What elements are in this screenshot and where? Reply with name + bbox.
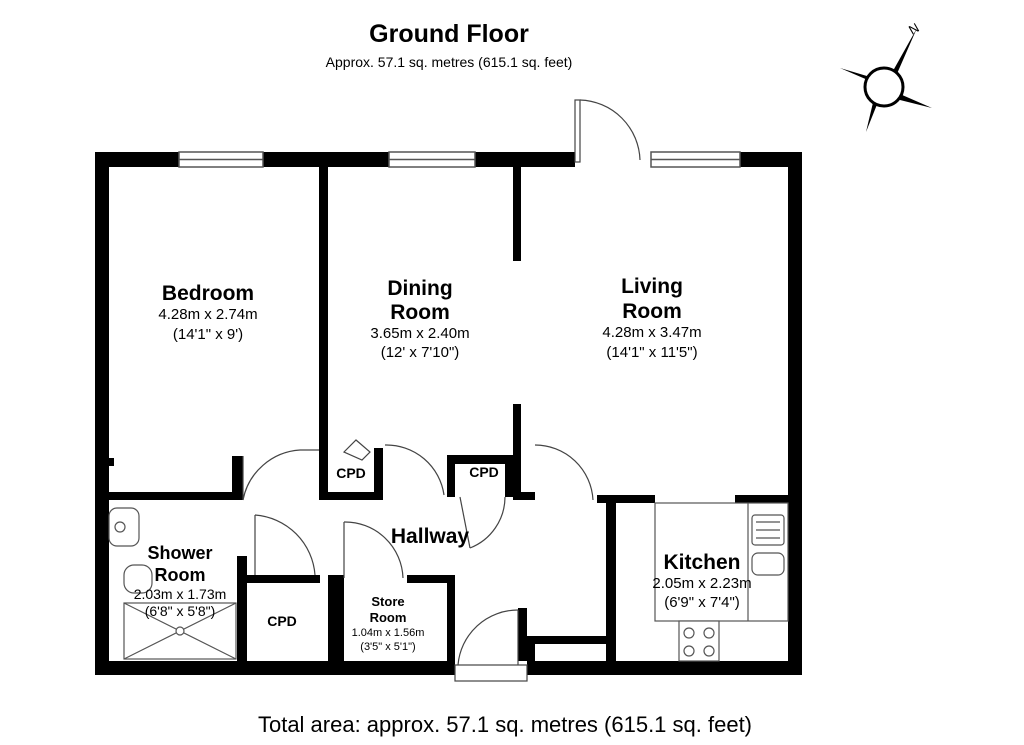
- room-shower: Shower Room 2.03m x 1.73m (6'8" x 5'8"): [134, 543, 227, 619]
- cpd-hall-label: CPD: [469, 464, 499, 480]
- compass-north-label: N: [906, 20, 922, 38]
- cpd-dining-label: CPD: [336, 465, 366, 481]
- dining-metric: 3.65m x 2.40m: [370, 325, 469, 342]
- sink-icon: [751, 552, 785, 576]
- living-imperial: (14'1" x 11'5"): [606, 344, 697, 361]
- room-bedroom: Bedroom 4.28m x 2.74m (14'1" x 9'): [158, 282, 257, 343]
- living-metric: 4.28m x 3.47m: [602, 324, 701, 341]
- store-imperial: (3'5" x 5'1"): [360, 641, 415, 653]
- room-store: Store Room 1.04m x 1.56m (3'5" x 5'1"): [352, 594, 425, 653]
- dining-name-line2: Room: [390, 301, 450, 324]
- toilet-icon: [123, 564, 153, 594]
- room-hallway: Hallway: [391, 525, 470, 548]
- windows: [178, 151, 741, 168]
- total-area: Total area: approx. 57.1 sq. metres (615…: [257, 712, 753, 737]
- living-name-line1: Living: [621, 275, 683, 298]
- kitchen-fixtures: [654, 502, 789, 662]
- shower-imperial: (6'8" x 5'8"): [145, 603, 216, 619]
- dining-name-line1: Dining: [387, 277, 452, 300]
- room-living: Living Room 4.28m x 3.47m (14'1" x 11'5"…: [602, 275, 701, 361]
- cpd-shower-label: CPD: [267, 613, 297, 629]
- living-name-line2: Room: [622, 300, 682, 323]
- exterior-walls: [95, 152, 802, 675]
- bedroom-metric: 4.28m x 2.74m: [158, 306, 257, 323]
- floor-area-subtitle: Approx. 57.1 sq. metres (615.1 sq. feet): [325, 54, 573, 70]
- doors: [242, 99, 641, 682]
- shower-room-fixtures: [108, 507, 237, 660]
- store-metric: 1.04m x 1.56m: [352, 627, 425, 639]
- store-name-line1: Store: [371, 594, 404, 609]
- shower-name-line2: Room: [155, 565, 206, 585]
- hallway-name: Hallway: [391, 525, 470, 548]
- bedroom-name: Bedroom: [162, 282, 254, 305]
- store-name-line2: Room: [370, 610, 407, 625]
- hob-icon: [678, 620, 720, 662]
- kitchen-metric: 2.05m x 2.23m: [652, 575, 751, 592]
- interior-walls: [109, 167, 788, 675]
- shower-metric: 2.03m x 1.73m: [134, 586, 227, 602]
- shower-name-line1: Shower: [147, 543, 212, 563]
- compass-icon: N: [840, 20, 932, 132]
- floor-title: Ground Floor: [369, 20, 529, 48]
- room-kitchen: Kitchen 2.05m x 2.23m (6'9" x 7'4"): [652, 551, 751, 611]
- room-dining: Dining Room 3.65m x 2.40m (12' x 7'10"): [370, 277, 469, 361]
- kitchen-name: Kitchen: [663, 551, 740, 574]
- bedroom-imperial: (14'1" x 9'): [173, 326, 243, 343]
- kitchen-imperial: (6'9" x 7'4"): [664, 594, 740, 611]
- dining-imperial: (12' x 7'10"): [381, 344, 460, 361]
